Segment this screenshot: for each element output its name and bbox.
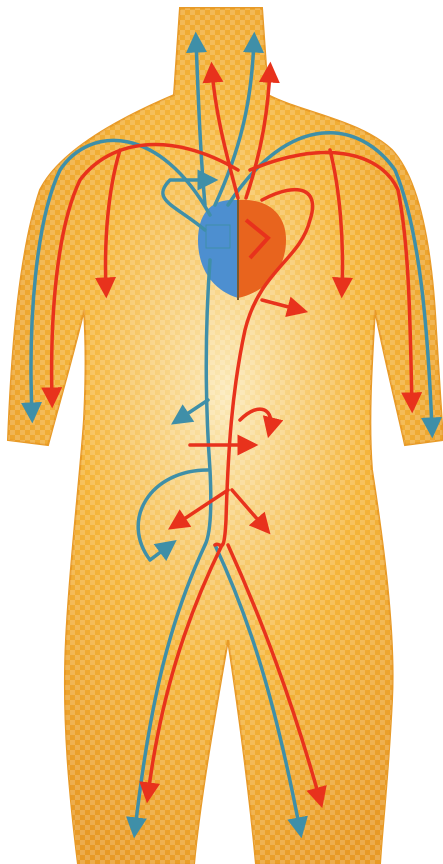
body-texture [8,8,443,864]
heart-valve-right [206,225,230,248]
